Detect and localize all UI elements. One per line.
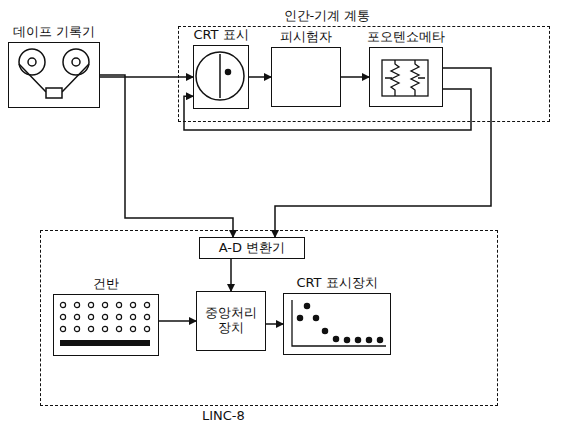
tape-reels <box>19 49 89 98</box>
keyboard-keys <box>58 300 152 346</box>
subject-box: 피시험자 <box>271 47 341 107</box>
box-heading: 피시험자 <box>280 30 332 45</box>
signal-connector <box>275 68 491 237</box>
process-box: A-D 변환기 <box>199 237 305 259</box>
box-heading: 인간-기계 계통 <box>284 9 371 24</box>
box-heading: CRT 표시장치 <box>296 276 377 291</box>
region-box: 인간-기계 계통CRT 표시피시험자포오텐쇼메타 <box>178 26 550 122</box>
signal-connector <box>266 323 283 325</box>
tape-recorder-box: 데이프 기록기 <box>8 42 100 108</box>
plot-trace <box>292 300 386 346</box>
signal-connector <box>100 75 233 237</box>
process-box: 중앙처리 장치 <box>196 291 266 351</box>
crt-display-box: CRT 표시 <box>193 45 249 109</box>
signal-connector <box>230 259 232 291</box>
signal-connector <box>249 76 271 78</box>
potentiometer-symbol <box>382 60 428 96</box>
potentiometer-box: 포오텐쇼메타 <box>369 47 443 107</box>
signal-connector <box>341 76 369 78</box>
box-heading: 건반 <box>93 277 119 292</box>
keyboard-box: 건반 <box>53 294 159 356</box>
box-heading: LINC-8 <box>202 409 245 424</box>
crt-screen <box>196 52 244 100</box>
box-heading: CRT 표시 <box>193 28 248 43</box>
signal-connector <box>184 89 471 130</box>
region-box: LINC-8A-D 변환기건반중앙처리 장치CRT 표시장치 <box>40 230 498 406</box>
box-label: A-D 변환기 <box>200 241 304 256</box>
box-label: 중앙처리 장치 <box>197 306 265 336</box>
signal-connector <box>100 76 193 78</box>
box-heading: 포오텐쇼메타 <box>367 30 445 45</box>
display-box: CRT 표시장치 <box>283 293 391 355</box>
signal-connector <box>159 320 196 322</box>
box-heading: 데이프 기록기 <box>13 25 95 40</box>
